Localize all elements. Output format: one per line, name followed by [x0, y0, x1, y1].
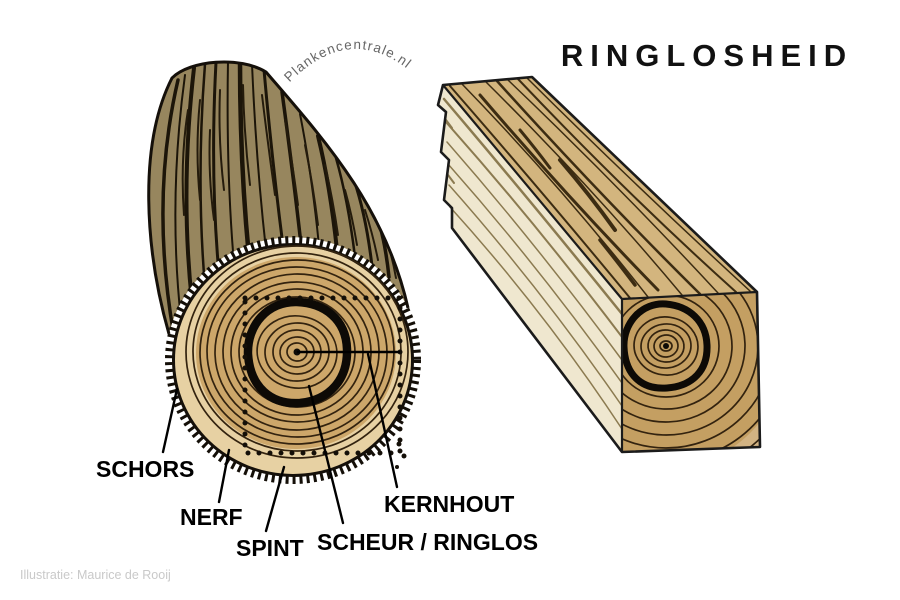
beam-illustration	[436, 75, 762, 454]
bark-fringe-ring	[165, 236, 421, 484]
leader-line-spint	[264, 465, 286, 533]
label-kernhout: KERNHOUT	[384, 491, 514, 517]
label-scheur-ringlos: SCHEUR / RINGLOS	[317, 529, 538, 555]
log-illustration	[147, 60, 421, 484]
log-growth-rings	[185, 245, 409, 459]
log-cross-section	[175, 245, 411, 474]
watermark-text: Plankencentrale.nl	[281, 37, 415, 85]
stray-dots	[395, 441, 407, 469]
bark-texture	[161, 61, 409, 335]
watermark-textpath: Plankencentrale.nl	[281, 37, 413, 85]
beam-side-face	[438, 85, 622, 452]
beam-pith-dot	[663, 343, 669, 349]
leader-lines	[161, 352, 399, 533]
beam-side-grain	[442, 97, 624, 430]
leader-line-scheur	[307, 384, 345, 525]
label-schors: SCHORS	[96, 456, 194, 482]
face-edge-ring	[172, 243, 414, 477]
beam-outline	[436, 75, 762, 454]
labels: SCHORS NERF SPINT KERNHOUT SCHEUR / RING…	[96, 456, 538, 561]
leader-line-kernhout	[366, 352, 399, 489]
page-title: RINGLOSHEID	[561, 38, 853, 73]
kernhout-dotted-square	[242, 295, 403, 456]
label-nerf: NERF	[180, 504, 243, 530]
log-ring-shake-ring	[243, 297, 352, 408]
bark-outline	[147, 60, 410, 335]
credit-text: Illustratie: Maurice de Rooij	[20, 568, 171, 582]
leader-line-schors	[161, 387, 179, 454]
label-spint: SPINT	[236, 535, 304, 561]
beam-top-grain	[449, 77, 751, 299]
leader-line-nerf	[217, 448, 231, 504]
beam-ring-shake-ring	[621, 300, 711, 392]
